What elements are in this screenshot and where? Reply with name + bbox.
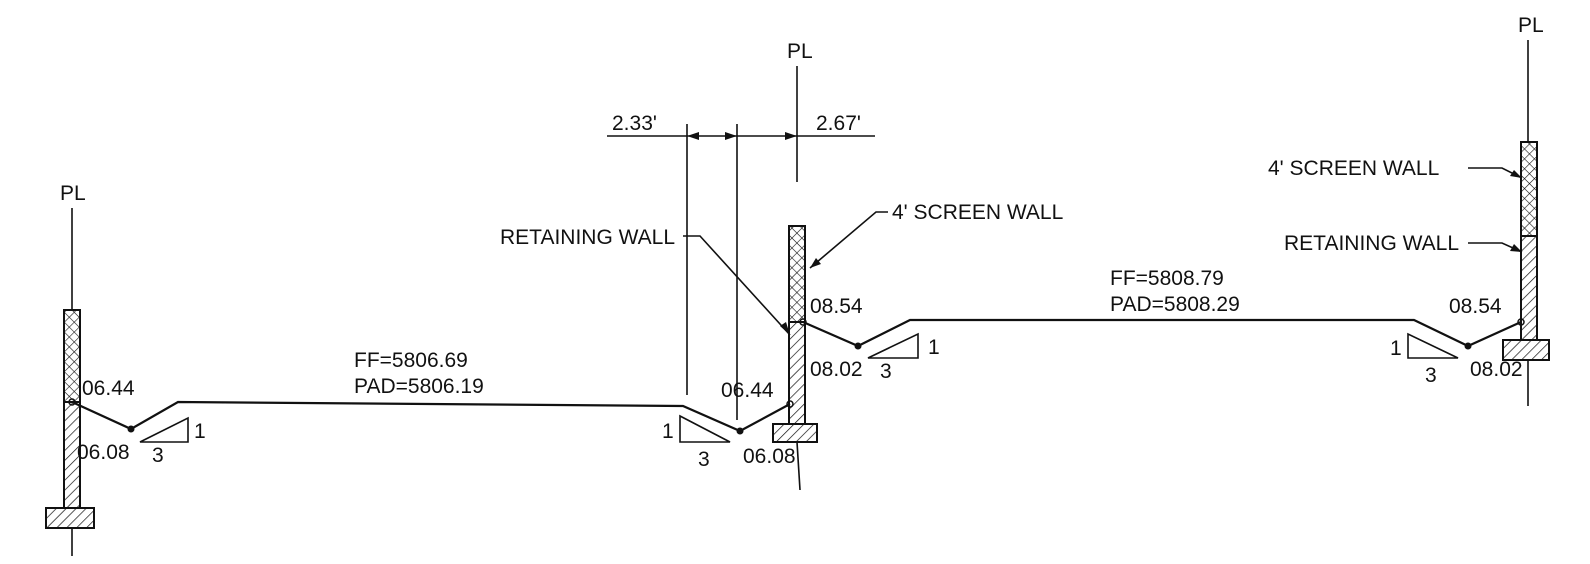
property-line-center-lower [796,441,801,491]
footing-right [1502,339,1550,361]
dimension-group: 2.33' 2.67' [607,112,875,420]
elevation-label: 08.54 [810,295,863,318]
dimension-label-left: 2.33' [612,112,657,135]
screen-wall-right [1520,141,1538,237]
grade-line-lower-lot [71,400,791,433]
screen-wall-center [788,225,806,323]
dimension-arrow [725,132,737,140]
elevation-label: 06.08 [743,445,796,468]
slope-triangle-4 [1407,332,1459,359]
leader-line [683,235,791,336]
slope-run-4: 3 [1425,364,1437,387]
slope-triangle-1 [139,416,189,443]
retaining-wall-callout-center: RETAINING WALL [500,226,675,249]
elevation-label: 06.08 [77,441,130,464]
screen-wall-callout-right: 4' SCREEN WALL [1268,157,1439,180]
slope-triangle-2 [679,414,731,443]
grade-point [854,342,862,350]
right-wall-assembly: PL [1502,14,1550,406]
property-line-symbol-right: PL [1518,14,1544,37]
footing-left [45,507,95,529]
grade-point [736,427,744,435]
property-line-symbol-center: PL [787,40,813,63]
leader-arrow [810,258,821,268]
screen-wall-callout-center: 4' SCREEN WALL [892,201,1063,224]
elevation-label: 06.44 [82,377,135,400]
leader-arrow [780,322,790,335]
slope-run-2: 3 [698,448,710,471]
slope-rise-4: 1 [1390,337,1402,360]
retaining-wall-center [788,321,806,425]
pad-elevation-right: PAD=5808.29 [1110,293,1240,316]
leader-line [809,211,888,269]
dimension-label-right: 2.67' [816,112,861,135]
dimension-arrow [687,132,699,140]
slope-run-3: 3 [880,360,892,383]
dimension-arrow [785,132,797,140]
slope-rise-2: 1 [662,420,674,443]
slope-rise-3: 1 [928,336,940,359]
grade-point [68,398,76,406]
pad-elevation-left: PAD=5806.19 [354,375,484,398]
elevation-label: 08.02 [810,358,863,381]
elevation-label: 08.02 [1470,358,1523,381]
left-wall-assembly: PL [45,182,95,556]
screen-wall-left [63,309,81,403]
slope-run-1: 3 [152,444,164,467]
finish-floor-right: FF=5808.79 [1110,267,1224,290]
elevation-label: 06.44 [721,379,774,402]
grade-point [1517,318,1525,326]
grade-point [1464,342,1472,350]
center-wall-assembly: PL [772,40,818,491]
property-line-symbol-left: PL [60,182,86,205]
grade-line-upper-lot [802,318,1522,348]
grade-point [786,400,794,408]
leader-arrow [1510,170,1522,178]
slope-rise-1: 1 [194,420,206,443]
retaining-wall-callout-right: RETAINING WALL [1284,232,1459,255]
grade-point [799,318,807,326]
finish-floor-left: FF=5806.69 [354,349,468,372]
footing-center [772,423,818,443]
slope-triangle-3 [867,332,919,359]
grade-point [127,425,135,433]
leader-arrow [1510,244,1522,252]
elevation-label: 08.54 [1449,295,1502,318]
